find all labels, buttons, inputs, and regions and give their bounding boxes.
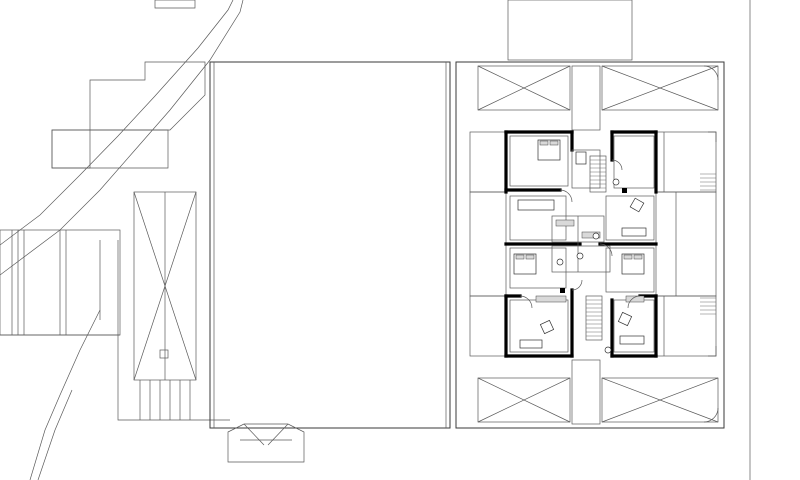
armchair-icon xyxy=(617,311,633,327)
neighbour-top xyxy=(507,0,633,61)
bed-icon xyxy=(513,253,537,275)
sofa-icon xyxy=(519,339,543,349)
toilet-icon xyxy=(612,178,620,186)
sofa-icon xyxy=(621,227,647,237)
armchair-icon xyxy=(539,319,555,335)
kitchen-counter xyxy=(535,295,567,303)
bathtub-icon xyxy=(575,151,587,165)
stair-s xyxy=(585,295,603,341)
structural-walls xyxy=(504,130,658,358)
kitchen-counter xyxy=(555,219,575,227)
partitions xyxy=(509,135,655,353)
washbasin-icon xyxy=(556,258,564,266)
toilet-icon xyxy=(604,346,612,354)
kitchen-counter xyxy=(581,231,601,239)
bed-icon xyxy=(537,139,561,161)
armchair-icon xyxy=(629,197,645,213)
toilet-icon xyxy=(576,252,584,260)
roof-structure xyxy=(133,191,197,420)
stair-n xyxy=(589,155,607,193)
doors xyxy=(519,159,641,309)
left-steps xyxy=(0,229,121,336)
furniture xyxy=(513,139,647,354)
kitchen-counter xyxy=(625,295,645,303)
bed-icon xyxy=(621,253,645,275)
sofa-icon xyxy=(517,199,555,211)
toilet-icon xyxy=(592,232,600,240)
building-outline xyxy=(455,61,725,429)
courtyard xyxy=(209,61,457,463)
sofa-icon xyxy=(619,335,645,345)
context-left xyxy=(0,0,244,480)
